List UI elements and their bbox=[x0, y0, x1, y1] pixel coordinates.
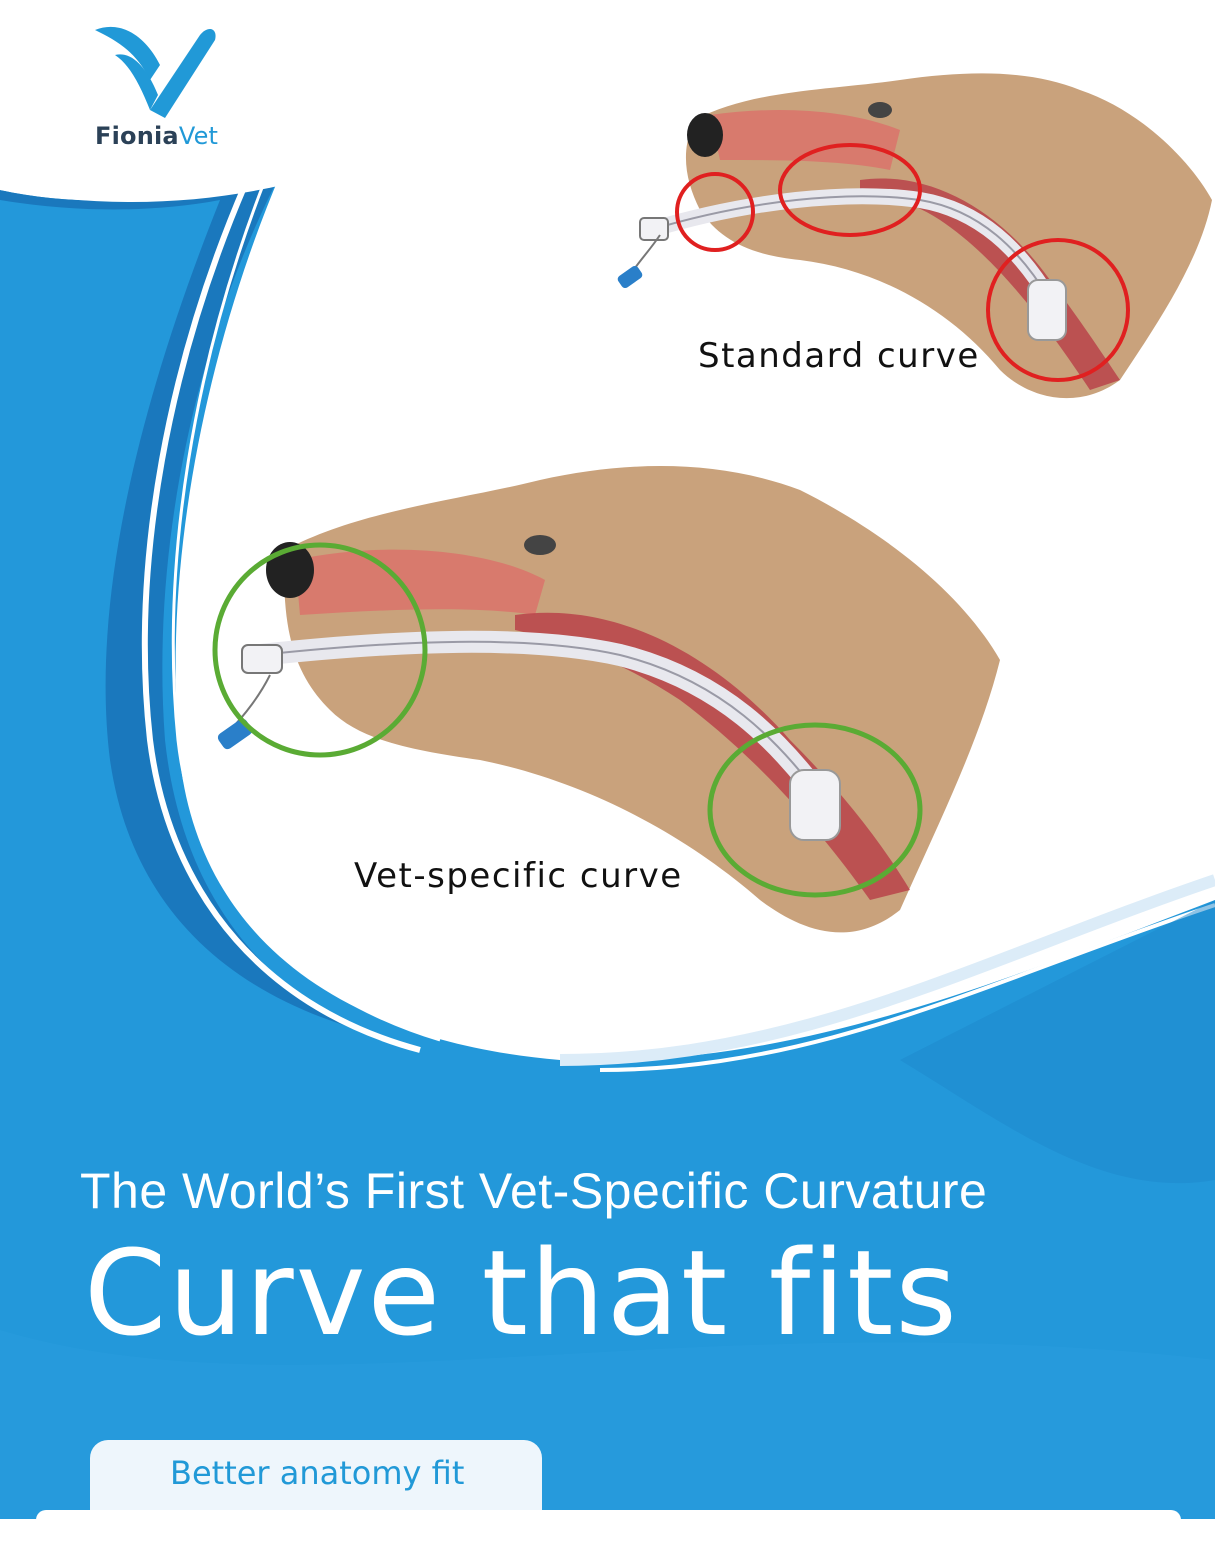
logo-v-icon bbox=[95, 26, 216, 118]
dog-intubation-standard-illustration bbox=[617, 73, 1212, 399]
standard-curve-caption: Standard curve bbox=[698, 336, 980, 376]
vet-specific-curve-caption: Vet-specific curve bbox=[354, 856, 683, 896]
dog-intubation-vet-illustration bbox=[212, 466, 1001, 933]
page-title: Curve that fits bbox=[84, 1224, 959, 1362]
tab-label: Better anatomy fit bbox=[170, 1454, 465, 1492]
fioniavet-logo[interactable]: FioniaVet bbox=[60, 10, 260, 160]
headline: The World’s First Vet-Specific Curvature bbox=[80, 1163, 988, 1219]
content-panel bbox=[36, 1510, 1181, 1550]
logo-wordmark: FioniaVet bbox=[95, 122, 219, 150]
